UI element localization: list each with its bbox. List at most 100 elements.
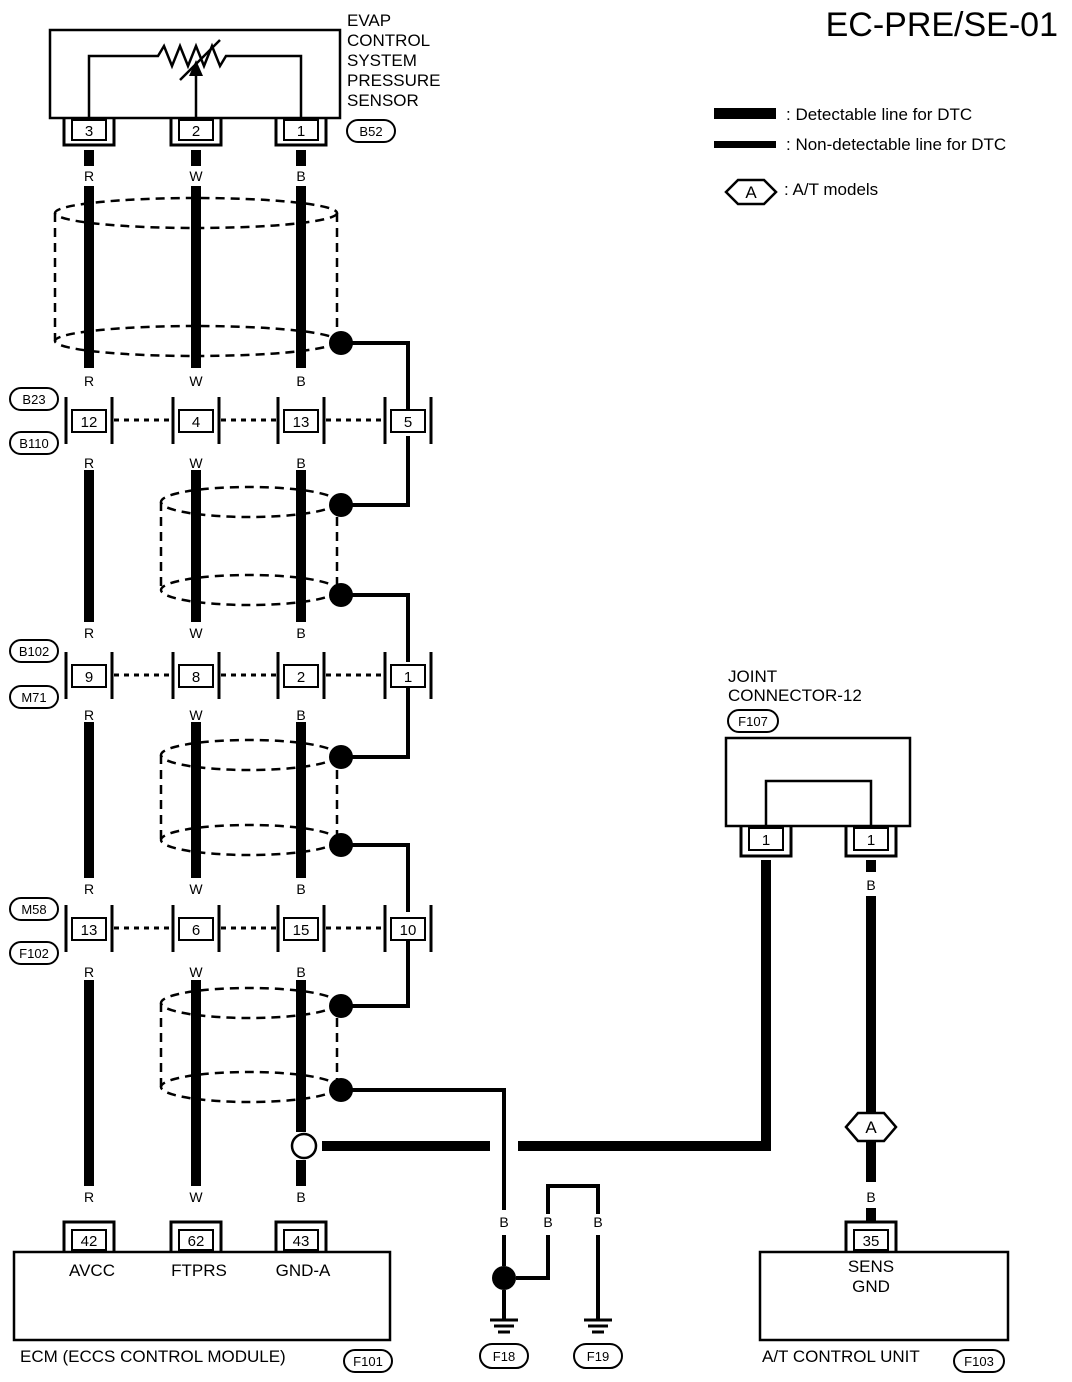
- sensor-connector-tag: [346, 119, 396, 143]
- ground-splice: [290, 860, 771, 1160]
- svg-text:B: B: [296, 373, 305, 389]
- ecm-body: [12, 1250, 392, 1342]
- tcu-pin-35: 35: [863, 1233, 880, 1250]
- junction-b23-b110: 12 4 13 5 B23 B110: [9, 387, 433, 455]
- svg-text:W: W: [189, 373, 203, 389]
- svg-text:12: 12: [81, 414, 98, 431]
- wiper-arrow-icon: [189, 60, 203, 76]
- svg-text:B: B: [499, 1214, 508, 1230]
- svg-text:W: W: [189, 964, 203, 980]
- model-marker-icon: [844, 1111, 898, 1143]
- at-control-unit: 35 SENS GND A/T CONTROL UNIT F103: [758, 1220, 1010, 1373]
- splice-icon: [290, 1132, 318, 1160]
- sensor-pins: 3 2 1: [62, 118, 328, 147]
- legend-marker-desc: : A/T models: [784, 180, 878, 199]
- ecm-signal-gnd-a: GND-A: [276, 1261, 331, 1280]
- joint-name-2: CONNECTOR-12: [728, 686, 862, 705]
- tcu-body: [758, 1250, 1010, 1342]
- non-detectable-line-swatch: [714, 141, 776, 148]
- ecm: 42 62 43 AVCC FTPRS GND-A ECM (ECCS CONT…: [12, 1220, 393, 1373]
- svg-text:R: R: [84, 168, 94, 184]
- svg-text:13: 13: [293, 414, 310, 431]
- legend-non-detectable: : Non-detectable line for DTC: [786, 135, 1006, 154]
- joint-pin-right: 1: [867, 832, 875, 849]
- svg-text:10: 10: [400, 922, 417, 939]
- ecm-name: ECM (ECCS CONTROL MODULE): [20, 1347, 286, 1366]
- junction-b102-m71: 9 8 2 1 B102 M71: [9, 639, 433, 709]
- svg-text:B: B: [593, 1214, 602, 1230]
- svg-text:R: R: [84, 373, 94, 389]
- svg-text:W: W: [189, 625, 203, 641]
- sensor-name-2: CONTROL: [347, 31, 430, 50]
- resistor-icon: [87, 42, 303, 118]
- ground-f19: F19: [587, 1349, 609, 1364]
- svg-text:6: 6: [192, 922, 200, 939]
- shield-drains: [329, 331, 506, 1210]
- ecm-pin-62: 62: [188, 1233, 205, 1250]
- tcu-connector-id: F103: [964, 1354, 994, 1369]
- shield-drain-dot: [329, 745, 353, 769]
- shield-drain-dot: [329, 833, 353, 857]
- conn-m71: M71: [21, 690, 46, 705]
- svg-text:R: R: [84, 881, 94, 897]
- svg-text:B: B: [296, 707, 305, 723]
- tcu-signal-1: SENS: [848, 1257, 894, 1276]
- svg-text:W: W: [189, 1189, 203, 1205]
- shield-drain-dot: [329, 1078, 353, 1102]
- sensor-pin-1: 1: [297, 123, 305, 140]
- svg-text:B: B: [296, 964, 305, 980]
- detectable-line-swatch: [714, 108, 776, 119]
- ecm-signal-ftprs: FTPRS: [171, 1261, 227, 1280]
- joint-connector-12: JOINT CONNECTOR-12 F107 1 1: [724, 667, 912, 858]
- svg-text:B: B: [296, 168, 305, 184]
- svg-text:B: B: [543, 1214, 552, 1230]
- sensor-name-5: SENSOR: [347, 91, 419, 110]
- conn-b102: B102: [19, 644, 49, 659]
- wire-labels: R W B R W B R W B R W B R W B R W B R W …: [84, 168, 306, 1205]
- model-marker-icon: [724, 178, 778, 206]
- svg-text:R: R: [84, 455, 94, 471]
- legend: : Detectable line for DTC : Non-detectab…: [714, 105, 1006, 206]
- svg-text:B: B: [296, 881, 305, 897]
- sensor-pin-2: 2: [192, 123, 200, 140]
- svg-text:B: B: [296, 455, 305, 471]
- svg-text:R: R: [84, 625, 94, 641]
- svg-text:2: 2: [297, 669, 305, 686]
- sensor-connector-id: B52: [359, 124, 382, 139]
- shield-drain-dot: [329, 583, 353, 607]
- evap-pressure-sensor: EVAP CONTROL SYSTEM PRESSURE SENSOR B52: [48, 11, 441, 143]
- ecm-signal-avcc: AVCC: [69, 1261, 115, 1280]
- svg-text:9: 9: [85, 669, 93, 686]
- shield-drain-dot: [329, 331, 353, 355]
- ground-f18: F18: [493, 1349, 515, 1364]
- grounds: B F18 B B F19: [479, 1184, 623, 1369]
- svg-text:W: W: [189, 455, 203, 471]
- svg-text:W: W: [189, 707, 203, 723]
- legend-detectable: : Detectable line for DTC: [786, 105, 972, 124]
- tcu-marker-letter: A: [865, 1118, 877, 1137]
- svg-text:R: R: [84, 964, 94, 980]
- sensor-name-3: SYSTEM: [347, 51, 417, 70]
- svg-text:B: B: [296, 625, 305, 641]
- conn-b110: B110: [19, 436, 48, 451]
- legend-marker-letter: A: [745, 183, 757, 202]
- tcu-wire: B A B: [844, 860, 898, 1222]
- variable-arrow-line: [179, 39, 221, 81]
- ecm-pin-42: 42: [81, 1233, 98, 1250]
- joint-name-1: JOINT: [728, 667, 777, 686]
- sensor-pin-3: 3: [85, 123, 93, 140]
- svg-text:8: 8: [192, 669, 200, 686]
- svg-text:R: R: [84, 707, 94, 723]
- ecm-pin-43: 43: [293, 1233, 310, 1250]
- shield-drain-dot: [329, 493, 353, 517]
- svg-text:13: 13: [81, 922, 98, 939]
- joint-pin-left: 1: [762, 832, 770, 849]
- shield-drain-dot: [329, 994, 353, 1018]
- joint-connector-id: F107: [738, 714, 768, 729]
- ecm-connector-id: F101: [353, 1354, 383, 1369]
- junction-m58-f102: 13 6 15 10 M58 F102: [9, 897, 433, 965]
- svg-text:B: B: [866, 877, 875, 893]
- svg-text:5: 5: [404, 414, 412, 431]
- svg-text:W: W: [189, 168, 203, 184]
